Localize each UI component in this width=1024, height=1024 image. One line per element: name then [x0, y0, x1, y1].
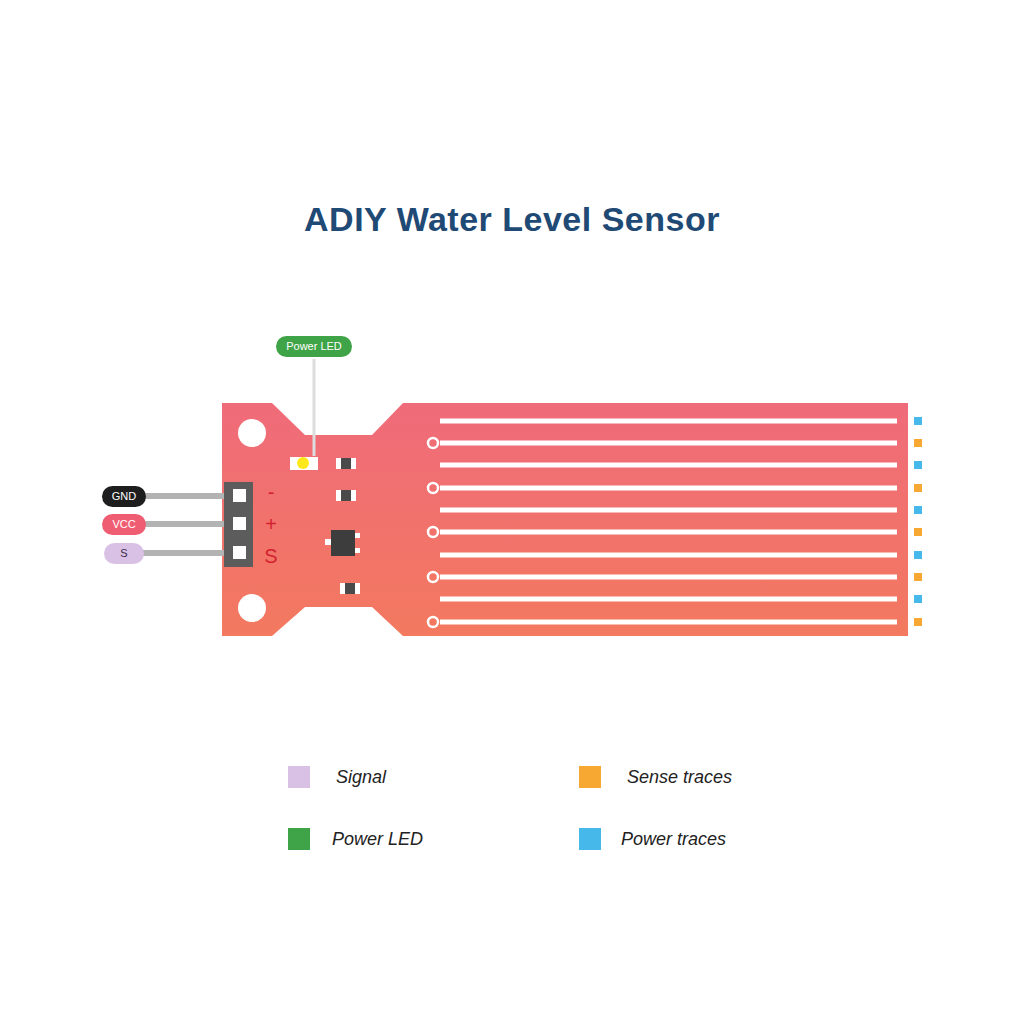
- pin-pill: S: [104, 543, 144, 564]
- trace-via: [428, 527, 438, 537]
- legend-text: Power traces: [621, 829, 726, 850]
- smd-resistor: [336, 458, 356, 469]
- trace-end-mark: [914, 506, 922, 514]
- transistor-chip: [325, 530, 360, 556]
- pin-pill: VCC: [102, 514, 145, 535]
- pin-pill: GND: [102, 486, 146, 507]
- pill-text: VCC: [112, 518, 135, 531]
- legend-text: Power LED: [332, 829, 423, 850]
- callout-pill: Power LED: [276, 336, 352, 357]
- mounting-hole: [238, 419, 266, 447]
- trace-end-marks: [914, 417, 922, 626]
- trace-line: [440, 508, 897, 513]
- trace-line: [440, 486, 897, 491]
- header-pin: [233, 489, 246, 502]
- led-light: [297, 457, 309, 469]
- trace-line: [440, 530, 897, 535]
- trace-end-mark: [914, 618, 922, 626]
- pill-text: S: [114, 547, 134, 560]
- trace-line: [440, 419, 897, 424]
- header-pin: [233, 517, 246, 530]
- trace-end-mark: [914, 551, 922, 559]
- pin-marking: S: [264, 545, 277, 567]
- trace-end-mark: [914, 595, 922, 603]
- sensor-traces: [428, 421, 897, 627]
- trace-via: [428, 483, 438, 493]
- pcb-board: [222, 403, 908, 636]
- trace-via: [428, 572, 438, 582]
- legend-swatch: [288, 766, 310, 788]
- trace-line: [440, 620, 897, 625]
- trace-end-mark: [914, 573, 922, 581]
- pill-text: Power LED: [286, 340, 342, 353]
- trace-line: [440, 553, 897, 558]
- smd-resistor: [336, 490, 356, 501]
- pin-marking: -: [268, 481, 275, 503]
- trace-end-mark: [914, 528, 922, 536]
- pin-header: [224, 482, 253, 567]
- trace-line: [440, 597, 897, 602]
- legend-text: Sense traces: [627, 767, 732, 788]
- legend-swatch: [288, 828, 310, 850]
- pin-marking: +: [265, 513, 277, 535]
- mounting-hole: [238, 594, 266, 622]
- led-body: [290, 457, 318, 470]
- leader-line: [313, 359, 316, 456]
- legend-swatch: [579, 828, 601, 850]
- title: ADIY Water Level Sensor: [0, 200, 1024, 239]
- pill-text: GND: [112, 490, 136, 503]
- trace-line: [440, 575, 897, 580]
- legend-text: Signal: [336, 767, 386, 788]
- trace-end-mark: [914, 417, 922, 425]
- trace-end-mark: [914, 439, 922, 447]
- trace-line: [440, 441, 897, 446]
- trace-end-mark: [914, 484, 922, 492]
- trace-end-mark: [914, 461, 922, 469]
- legend-swatch: [579, 766, 601, 788]
- trace-line: [440, 463, 897, 468]
- smd-resistor: [340, 583, 360, 594]
- trace-via: [428, 438, 438, 448]
- trace-via: [428, 617, 438, 627]
- header-pin: [233, 546, 246, 559]
